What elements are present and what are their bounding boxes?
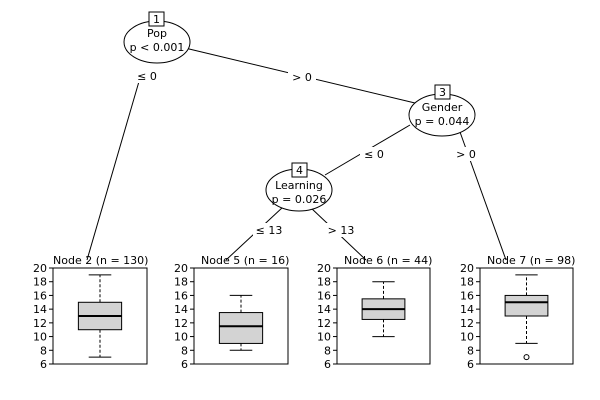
terminal-title-node-6: Node 6 (n = 44) [344,254,432,267]
terminal-panels: 6810121416182068101214161820681012141618… [33,262,574,371]
y-tick-label: 18 [317,276,331,289]
y-tick-label: 10 [317,331,331,344]
y-tick-label: 20 [317,262,331,275]
node-pvalue: p < 0.001 [130,41,185,54]
node-pvalue: p = 0.026 [272,193,327,206]
edge-label-4-6: > 13 [328,224,355,237]
y-tick-label: 8 [40,344,47,357]
y-tick-label: 14 [317,303,331,316]
y-tick-label: 12 [174,317,188,330]
y-tick-label: 10 [174,331,188,344]
edge-label-3-4: ≤ 0 [364,148,384,161]
terminal-title-node-7: Node 7 (n = 98) [487,254,575,267]
outlier-point [523,354,530,361]
terminal-title-node-5: Node 5 (n = 16) [201,254,289,267]
inner-node-4: 4 Learning p = 0.026 [265,162,333,212]
y-tick-label: 18 [460,276,474,289]
y-tick-label: 16 [460,289,474,302]
y-tick-label: 16 [174,289,188,302]
node-variable: Learning [275,179,323,192]
y-tick-label: 20 [174,262,188,275]
edge-labels: ≤ 0 > 0 ≤ 0 > 0 ≤ 13 > 13 [133,69,480,237]
y-tick-label: 8 [181,344,188,357]
y-tick-label: 20 [33,262,47,275]
y-tick-label: 10 [33,331,47,344]
node-id: 1 [153,13,160,26]
y-tick-label: 20 [460,262,474,275]
inner-node-3: 3 Gender p = 0.044 [408,84,476,137]
edge-label-1-2: ≤ 0 [137,70,157,83]
inner-node-1: 1 Pop p < 0.001 [123,11,191,64]
edge-label-1-3: > 0 [292,71,312,84]
box-iqr [218,312,264,344]
edge-1-2 [86,77,141,261]
y-tick-label: 6 [40,358,47,371]
edge-label-3-7: > 0 [456,148,476,161]
y-tick-label: 12 [460,317,474,330]
y-tick-label: 16 [33,289,47,302]
y-tick-label: 14 [174,303,188,316]
node-variable: Gender [422,101,463,114]
y-tick-label: 8 [324,344,331,357]
y-tick-label: 8 [467,344,474,357]
y-tick-label: 16 [317,289,331,302]
y-tick-label: 6 [467,358,474,371]
y-tick-label: 12 [33,317,47,330]
y-tick-label: 6 [181,358,188,371]
terminal-title-node-2: Node 2 (n = 130) [53,254,148,267]
y-tick-label: 6 [324,358,331,371]
box-iqr [504,294,549,317]
node-id: 4 [296,164,303,177]
node-id: 3 [439,86,446,99]
y-tick-label: 14 [33,303,47,316]
y-tick-label: 10 [460,331,474,344]
y-tick-label: 12 [317,317,331,330]
node-variable: Pop [147,27,167,40]
y-tick-label: 14 [460,303,474,316]
y-tick-label: 18 [174,276,188,289]
node-pvalue: p = 0.044 [415,115,470,128]
y-tick-label: 18 [33,276,47,289]
edge-label-4-5: ≤ 13 [256,224,283,237]
